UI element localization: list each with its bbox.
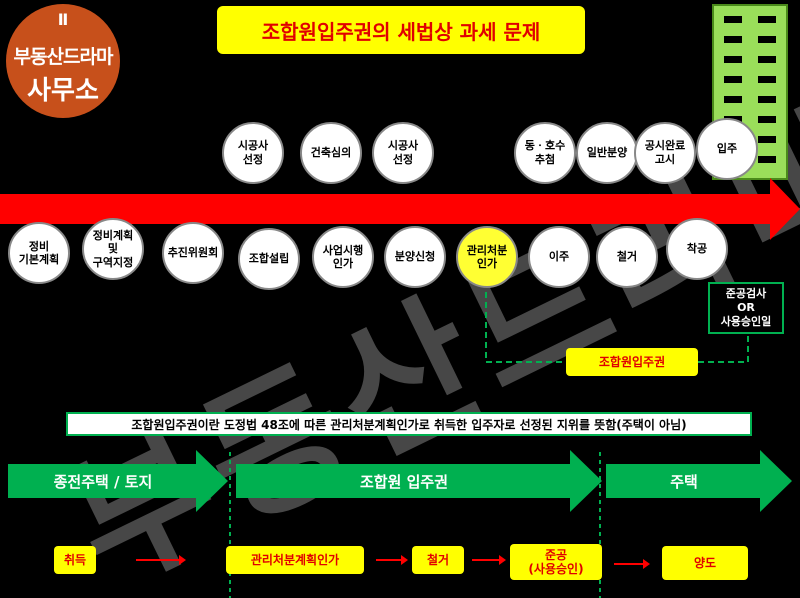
timeline-arrowhead	[770, 178, 800, 240]
callout-bubble: 입주	[696, 118, 758, 180]
logo-line2: 사무소	[27, 76, 99, 106]
definition-text: 조합원입주권이란 도정법 48조에 따른 관리처분계획인가로 취득한 입주자로 …	[66, 412, 752, 436]
step-circle: 정비계획 및 구역지정	[82, 218, 144, 280]
step-circle: 이주	[528, 226, 590, 288]
callout-bubble: 시공사 선정	[222, 122, 284, 184]
step-circle-highlight: 관리처분 인가	[456, 226, 518, 288]
step-box: 준공 (사용승인)	[510, 544, 602, 580]
phase-arrowhead-3	[760, 450, 792, 512]
step-box: 철거	[412, 546, 464, 574]
logo-line1: 부동산드라마	[13, 46, 114, 68]
callout-bubble: 동ㆍ호수 추첨	[514, 122, 576, 184]
flow-arrow	[376, 555, 408, 565]
logo-mark: Ⅱ	[57, 10, 69, 29]
callout-bubble: 시공사 선정	[372, 122, 434, 184]
right-label-box: 조합원입주권	[566, 348, 698, 376]
phase-arrow-1: 종전주택 / 토지	[8, 464, 198, 498]
flow-arrow	[614, 559, 650, 569]
flow-arrow	[472, 555, 506, 565]
step-box: 양도	[662, 546, 748, 580]
step-box: 관리처분계획인가	[226, 546, 364, 574]
completion-box: 준공검사 OR 사용승인일	[708, 282, 784, 334]
step-circle: 분양신청	[384, 226, 446, 288]
callout-bubble: 건축심의	[300, 122, 362, 184]
step-circle: 철거	[596, 226, 658, 288]
step-circle: 조합설립	[238, 228, 300, 290]
phase-arrowhead-1	[196, 450, 228, 512]
phase-arrow-3: 주택	[606, 464, 762, 498]
page-title: 조합원입주권의 세법상 과세 문제	[217, 6, 585, 54]
phase-arrow-2: 조합원 입주권	[236, 464, 572, 498]
step-circle: 정비 기본계획	[8, 222, 70, 284]
phase-arrowhead-2	[570, 450, 602, 512]
step-circle: 추진위원회	[162, 222, 224, 284]
step-circle: 사업시행 인가	[312, 226, 374, 288]
logo: Ⅱ 부동산드라마 사무소	[6, 4, 120, 118]
timeline-arrow	[0, 194, 772, 224]
step-circle: 착공	[666, 218, 728, 280]
callout-bubble: 공시완료 고시	[634, 122, 696, 184]
step-box: 취득	[54, 546, 96, 574]
flow-arrow	[136, 555, 186, 565]
